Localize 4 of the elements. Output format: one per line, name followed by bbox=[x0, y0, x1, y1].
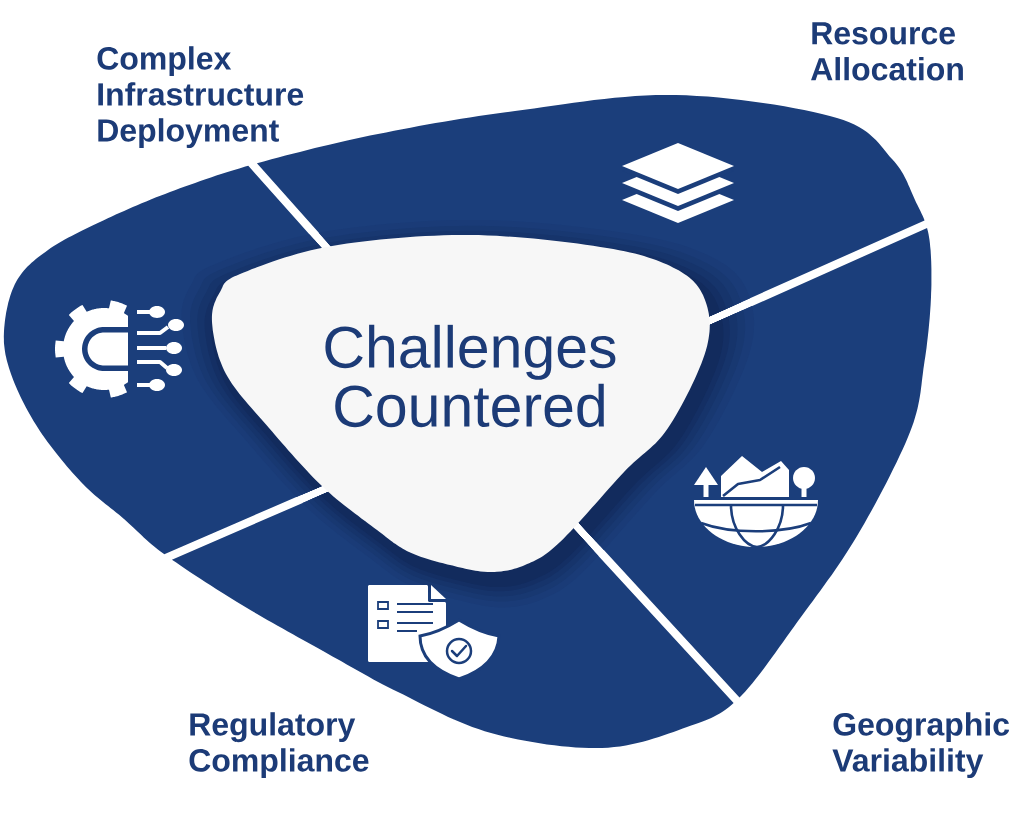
segment-heading: Complex Infrastructure Deployment bbox=[97, 46, 304, 148]
segment-heading: Geographic Variability bbox=[832, 712, 1010, 778]
segment-heading: Resource Allocation bbox=[811, 22, 963, 81]
segment-heading: Regulatory Compliance bbox=[189, 712, 369, 778]
